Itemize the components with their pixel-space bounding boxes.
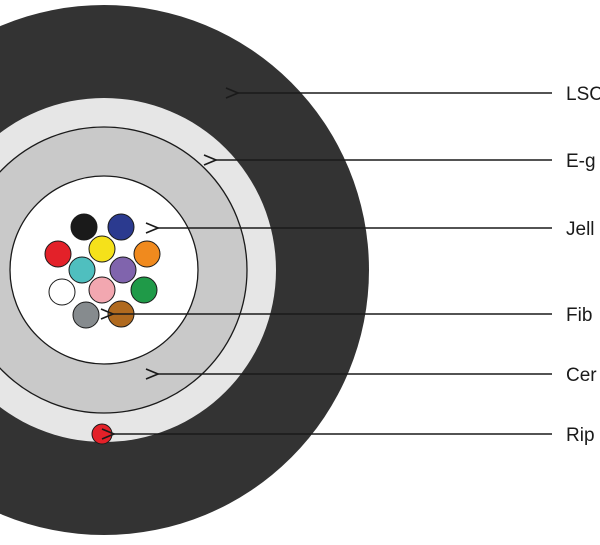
fiber-green xyxy=(130,276,158,304)
fiber-blue xyxy=(107,213,135,241)
fiber-slate xyxy=(72,301,100,329)
ripcord xyxy=(91,423,113,445)
fiber-rose xyxy=(88,276,116,304)
fiber-aqua xyxy=(68,256,96,284)
fiber-yellow xyxy=(88,235,116,263)
fiber-red xyxy=(44,240,72,268)
callout-label-lsc: LSC xyxy=(566,84,600,105)
fiber-bundle xyxy=(44,213,161,329)
callout-label-ripcord: Rip xyxy=(566,425,595,446)
callout-label-fiber: Fib xyxy=(566,305,592,326)
fiber-white xyxy=(48,278,76,306)
fiber-violet xyxy=(109,256,137,284)
callout-label-center: Cer xyxy=(566,365,597,386)
fiber-orange xyxy=(133,240,161,268)
callout-group: LSC E-g Jell Fib Cer Rip xyxy=(113,84,600,446)
fiber-black xyxy=(70,213,98,241)
core-tube xyxy=(9,175,199,365)
callout-label-jelly: Jell xyxy=(566,219,595,240)
callout-label-egl: E-g xyxy=(566,151,596,172)
